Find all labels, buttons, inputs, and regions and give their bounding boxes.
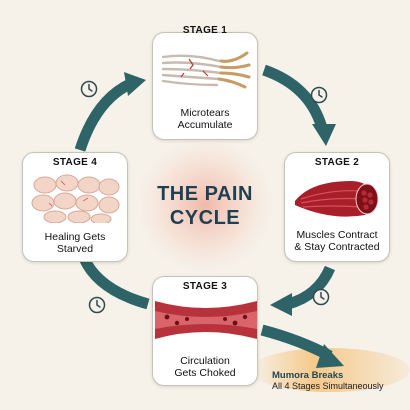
center-glow xyxy=(127,127,283,283)
stage-1-caption-line: Microtears xyxy=(180,107,230,119)
stage-2-label: STAGE 2 xyxy=(314,157,360,168)
stage-4-caption-line: Starved xyxy=(56,243,94,255)
arrow-stage2-to-stage3 xyxy=(286,265,336,310)
muscle-bundle-icon xyxy=(295,181,379,217)
stage-3-caption: Circulation Gets Choked xyxy=(153,355,257,379)
stage-3-card: STAGE 3 Circulation Gets Choked xyxy=(152,276,258,386)
stage-1-caption: Microtears Accumulate xyxy=(153,107,257,131)
stage-3-label: STAGE 3 xyxy=(182,281,228,292)
stage-1-caption-line: Accumulate xyxy=(177,119,233,131)
stage-4-caption: Healing Gets Starved xyxy=(23,231,127,255)
starved-cells-icon xyxy=(31,174,120,223)
breaks-highlight xyxy=(250,348,410,392)
choked-vessel-icon xyxy=(155,301,257,339)
clock-icon xyxy=(310,86,328,104)
center-title-line: CYCLE xyxy=(169,207,241,229)
arrow-head-icon xyxy=(312,124,336,146)
center-title: THE PAIN CYCLE xyxy=(120,182,290,230)
stage-3-caption-line: Gets Choked xyxy=(174,367,236,379)
stage-2-card: STAGE 2 Muscles Contract & Stay Contract… xyxy=(284,152,390,262)
clock-icon xyxy=(80,80,98,98)
stage-2-caption-line: Muscles Contract xyxy=(296,229,378,241)
torn-fibers-icon xyxy=(161,51,251,89)
stage-2-caption: Muscles Contract & Stay Contracted xyxy=(285,229,389,253)
clock-icon xyxy=(88,296,106,314)
stage-3-caption-line: Circulation xyxy=(180,355,230,367)
stage-2-caption-line: & Stay Contracted xyxy=(294,241,380,253)
breaks-text: All 4 Stages Simultaneously xyxy=(272,381,384,391)
stage-1-label: STAGE 1 xyxy=(182,25,228,36)
arrow-stage3-to-stage4 xyxy=(78,255,150,310)
center-title-line: THE PAIN xyxy=(157,183,253,205)
arrow-head-icon xyxy=(316,344,344,368)
breaks-brand: Mumora Breaks xyxy=(272,370,344,381)
stage-4-caption-line: Healing Gets xyxy=(44,231,106,243)
arrow-head-icon xyxy=(270,293,292,316)
clock-icon xyxy=(312,288,330,306)
stage-1-card: STAGE 1 Microtears Accumulate xyxy=(152,25,258,140)
stage-4-label: STAGE 4 xyxy=(52,157,98,168)
arrow-head-icon xyxy=(124,72,146,96)
arrow-stage1-to-stage2 xyxy=(262,64,328,130)
arrow-stage4-to-stage1 xyxy=(74,79,133,152)
breaks-note: Mumora Breaks All 4 Stages Simultaneousl… xyxy=(272,370,384,392)
stage-4-card: STAGE 4 Healing Gets Starved xyxy=(22,152,128,262)
